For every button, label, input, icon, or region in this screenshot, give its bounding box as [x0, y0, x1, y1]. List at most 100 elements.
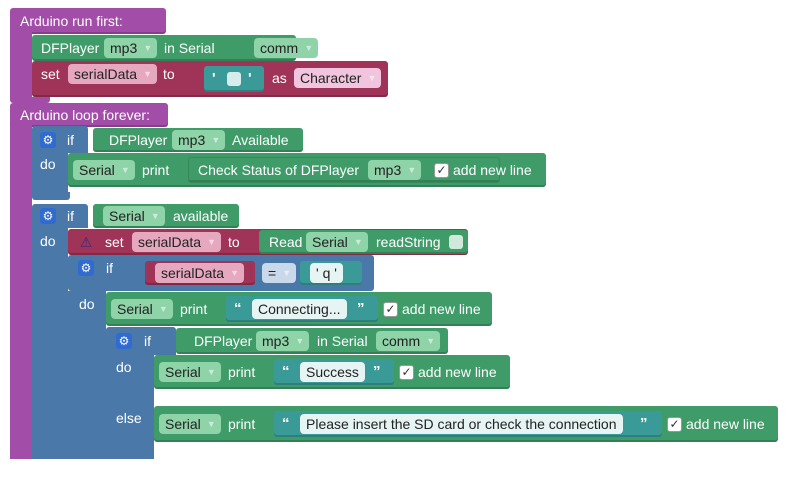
serialdata-getter-block[interactable]: serialData: [145, 261, 255, 285]
text-value[interactable]: Please insert the SD card or check the c…: [300, 414, 623, 434]
dfplayer-init-block[interactable]: DFPlayer mp3 in Serial comm: [32, 35, 319, 61]
print-label: print: [228, 364, 256, 380]
variable-dropdown[interactable]: serialData: [68, 64, 158, 84]
checkbox-checked-icon[interactable]: ✓: [383, 302, 398, 317]
check-status-label: Check Status of DFPlayer: [198, 162, 360, 178]
player-dropdown[interactable]: mp3: [172, 130, 226, 150]
serial-print-else-block[interactable]: Serial print “ Please insert the SD card…: [154, 406, 778, 442]
print-label: print: [228, 416, 256, 432]
as-label: as: [272, 70, 287, 86]
player-dropdown[interactable]: mp3: [256, 331, 310, 351]
serial-dropdown[interactable]: Serial: [103, 206, 165, 226]
warning-icon[interactable]: ⚠: [79, 234, 93, 250]
if3-block[interactable]: ⚙ if serialData = ' q ': [68, 255, 374, 291]
if1-block[interactable]: ⚙ if: [32, 126, 88, 153]
open-quote-icon: “: [282, 415, 290, 432]
if2-spine: [32, 228, 68, 459]
if2-block[interactable]: ⚙ if: [32, 204, 88, 228]
serial-print-connecting-block[interactable]: Serial print “ Connecting... ” ✓ add new…: [106, 292, 492, 326]
close-quote-icon: ”: [640, 415, 648, 432]
if-label: if: [144, 333, 151, 349]
print-label: print: [180, 301, 208, 317]
char-q-block[interactable]: ' q ': [300, 261, 362, 285]
available-label: Available: [232, 132, 289, 148]
open-quote-icon: “: [282, 363, 290, 380]
close-quote: ': [248, 70, 252, 87]
print-label: print: [142, 162, 170, 178]
setup-block[interactable]: Arduino run first:: [10, 8, 166, 34]
else-label: else: [116, 410, 142, 426]
compare-operator-dropdown[interactable]: =: [262, 263, 297, 283]
type-dropdown[interactable]: Character: [294, 68, 382, 88]
gear-icon[interactable]: ⚙: [116, 333, 132, 349]
checkbox-checked-icon[interactable]: ✓: [399, 365, 414, 380]
checkbox-checked-icon[interactable]: ✓: [667, 417, 682, 432]
add-new-line-label: add new line: [686, 416, 765, 432]
serial-dropdown[interactable]: Serial: [73, 160, 135, 180]
set-label: set: [41, 66, 60, 82]
check-status-block[interactable]: Check Status of DFPlayer mp3: [188, 157, 500, 183]
gear-icon[interactable]: ⚙: [78, 260, 94, 276]
serial-available-block[interactable]: Serial available: [93, 204, 239, 228]
open-quote-icon: “: [234, 300, 242, 317]
add-new-line-label: add new line: [402, 301, 481, 317]
char-q-value[interactable]: q: [322, 265, 331, 281]
read-serial-block[interactable]: Read Serial readString: [259, 230, 468, 254]
text-literal-block[interactable]: “ Success ”: [274, 359, 394, 385]
set-serialdata-block[interactable]: set serialData to ' ' as Character: [32, 61, 388, 97]
do-label: do: [40, 156, 56, 172]
dfplayer-label: DFPlayer: [194, 333, 253, 349]
checkbox-checked-icon[interactable]: ✓: [434, 163, 449, 178]
serial-print-block[interactable]: Serial print Check Status of DFPlayer mp…: [68, 153, 546, 187]
serial-print-success-block[interactable]: Serial print “ Success ” ✓ add new line: [154, 355, 510, 389]
do-label: do: [116, 359, 132, 375]
add-new-line-label: add new line: [418, 364, 497, 380]
if4-spine: [106, 355, 154, 459]
setup-spine: [10, 30, 32, 98]
player-dropdown[interactable]: mp3: [368, 160, 422, 180]
if-label: if: [67, 208, 74, 224]
serial-dropdown[interactable]: Serial: [306, 232, 368, 252]
char-literal-block[interactable]: ' ': [204, 66, 264, 92]
if4-block[interactable]: ⚙ if: [106, 327, 176, 355]
if1-spine: [32, 153, 68, 193]
to-label: to: [163, 66, 175, 82]
variable-dropdown[interactable]: serialData: [132, 232, 222, 252]
gear-icon[interactable]: ⚙: [40, 132, 56, 148]
if-label: if: [106, 260, 113, 276]
dfplayer-label: DFPlayer: [41, 40, 100, 56]
serial-dropdown[interactable]: comm: [376, 331, 441, 351]
dfplayer-in-serial-block[interactable]: DFPlayer mp3 in Serial comm: [176, 328, 448, 354]
loop-block[interactable]: Arduino loop forever:: [10, 103, 168, 127]
char-value-slot[interactable]: [227, 72, 241, 86]
if1-footer: [32, 192, 70, 200]
serial-dropdown[interactable]: Serial: [111, 299, 173, 319]
add-new-line-label: add new line: [453, 162, 532, 178]
set-readstring-block[interactable]: ⚠ set serialData to Read Serial readStri…: [68, 229, 468, 255]
if-label: if: [67, 132, 74, 148]
readstring-slot[interactable]: [449, 235, 463, 249]
do-label: do: [79, 296, 95, 312]
close-quote-icon: ”: [357, 300, 365, 317]
variable-dropdown[interactable]: serialData: [155, 263, 245, 283]
setup-footer: [10, 97, 50, 103]
loop-header: Arduino loop forever:: [20, 107, 150, 123]
player-dropdown[interactable]: mp3: [104, 38, 158, 58]
set-label: set: [105, 234, 124, 250]
text-literal-block[interactable]: “ Connecting... ”: [226, 296, 378, 322]
setup-header: Arduino run first:: [20, 13, 123, 29]
open-quote: ': [212, 70, 216, 87]
do-label: do: [40, 233, 56, 249]
text-literal-block[interactable]: “ Please insert the SD card or check the…: [274, 411, 662, 437]
gear-icon[interactable]: ⚙: [40, 208, 56, 224]
to-label: to: [228, 234, 240, 250]
text-value[interactable]: Connecting...: [252, 299, 347, 319]
serial-dropdown[interactable]: Serial: [159, 414, 221, 434]
in-serial-label: in Serial: [164, 40, 215, 56]
char-q-literal: ' q ': [310, 263, 343, 283]
text-value[interactable]: Success: [300, 362, 365, 382]
loop-spine: [10, 124, 32, 459]
serial-dropdown[interactable]: comm: [254, 38, 319, 58]
dfplayer-available-block[interactable]: DFPlayer mp3 Available: [93, 128, 303, 152]
serial-dropdown[interactable]: Serial: [159, 362, 221, 382]
